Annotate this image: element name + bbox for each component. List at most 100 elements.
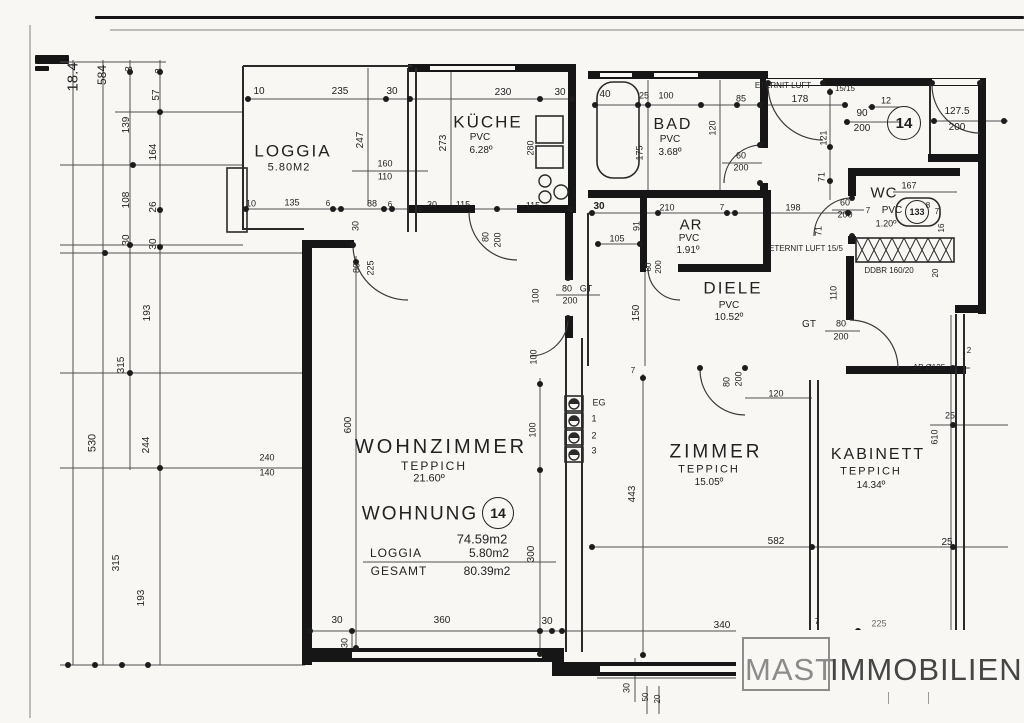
plan-text-label: 225 — [871, 618, 887, 629]
plan-text-label: 100 — [530, 288, 541, 304]
plan-text-label: EG — [592, 397, 606, 408]
wall-segment — [848, 168, 856, 196]
dimension-dot — [127, 370, 133, 376]
plan-text-label: 90 — [856, 108, 868, 119]
dimension-dot — [157, 207, 163, 213]
dimension-dot — [592, 102, 598, 108]
plan-text-label: 10 — [245, 198, 257, 209]
dimension-dot — [757, 102, 763, 108]
plan-text-label: LOGGIA — [254, 141, 332, 161]
wall-segment — [302, 240, 354, 248]
wall-segment — [640, 264, 646, 272]
dimension-dot — [635, 102, 641, 108]
dimension-dot — [537, 467, 543, 473]
plan-text-label: 530 — [86, 433, 99, 453]
plan-text-label: PVC — [881, 205, 903, 216]
dimension-dot — [383, 96, 389, 102]
plan-text-label: 100 — [528, 349, 539, 365]
plan-text-label: KABINETT — [830, 446, 926, 463]
wall-segment — [760, 78, 986, 86]
plan-text-label: 244 — [141, 436, 152, 454]
dimension-dot — [765, 80, 771, 86]
plan-text-label: WOHNZIMMER — [354, 436, 528, 458]
dimension-dot — [698, 102, 704, 108]
plan-text-label: 200 — [492, 232, 503, 248]
fixture-outline — [535, 145, 564, 169]
plan-text-label: 110 — [377, 171, 393, 182]
plan-text-label: 200 — [853, 123, 871, 134]
dimension-dot — [350, 242, 356, 248]
plan-text-label: 210 — [659, 202, 675, 213]
plan-text-label: 74.59m2 — [456, 531, 508, 547]
dimension-dot — [389, 206, 395, 212]
plan-text-label: PVC — [659, 134, 681, 145]
plan-text-label: GT — [802, 319, 816, 330]
plan-text-label: 110 — [828, 285, 839, 301]
dimension-dot — [929, 80, 935, 86]
plan-text-label: DIELE — [703, 278, 763, 298]
door-swing-arc — [767, 84, 824, 141]
door-swing-arc — [647, 267, 681, 301]
dimension-dot — [595, 241, 601, 247]
plan-text-label: PVC — [718, 300, 740, 311]
fixture-outline — [226, 167, 248, 233]
dimension-dot — [637, 241, 643, 247]
plan-text-label: 71 — [813, 225, 824, 237]
plan-text-label: DDBR 160/20 — [864, 266, 914, 275]
plan-text-label: 1 — [591, 413, 597, 424]
fixture-outline — [855, 237, 955, 263]
plan-text-label: 21.60º — [413, 472, 445, 485]
plan-text-label: 3.68º — [658, 147, 682, 158]
plan-text-label: 8 — [925, 201, 931, 210]
plan-text-label: ETERNIT LUFT — [754, 81, 812, 90]
plan-text-label: 60 — [839, 197, 851, 208]
vent-shaft-hatch — [879, 237, 893, 263]
plan-text-label: 85 — [735, 93, 747, 104]
dimension-dot — [157, 69, 163, 75]
fixture-outline — [564, 446, 584, 463]
plan-text-label: 30 — [121, 234, 132, 246]
dimension-dot — [65, 662, 71, 668]
dimension-dot — [950, 544, 956, 550]
dimension-dot — [127, 69, 133, 75]
scan-artifact-bar — [95, 16, 1024, 19]
dimension-dot — [645, 102, 651, 108]
door-swing-arc — [699, 369, 746, 416]
plan-text-label: 230 — [494, 87, 512, 98]
window-opening — [654, 73, 698, 77]
dimension-dot — [827, 144, 833, 150]
fixture-outline — [564, 412, 584, 429]
dimension-dot — [243, 206, 249, 212]
dimension-dot — [349, 628, 355, 634]
plan-text-label: TEPPICH — [400, 459, 468, 473]
fixture-outline — [535, 115, 564, 144]
wall-segment — [640, 198, 647, 268]
plan-text-label: 25 — [941, 537, 953, 548]
plan-text-label: 60 — [735, 150, 747, 161]
plan-text-label: 2 — [591, 430, 597, 441]
dimension-dot — [567, 206, 573, 212]
plan-text-label: 5.80M2 — [267, 161, 311, 174]
wall-segment — [760, 183, 768, 193]
window-opening — [430, 66, 515, 70]
plan-text-label: 200 — [833, 331, 849, 342]
logo: MAST IMMOBILIEN — [736, 630, 1024, 704]
plan-text-label: 115 — [455, 199, 471, 210]
window-opening — [352, 652, 542, 658]
plan-text-label: 1.91º — [676, 245, 700, 256]
plan-text-label: 600 — [343, 416, 354, 434]
dimension-dot — [809, 544, 815, 550]
wall-segment — [588, 190, 771, 198]
plan-text-label: 6 — [387, 200, 393, 209]
plan-text-label: 7 — [865, 206, 871, 215]
wall-segment — [978, 78, 986, 314]
fixture-circle — [538, 190, 552, 204]
plan-text-label: 26 — [148, 201, 159, 213]
plan-text-label: 100 — [527, 422, 538, 438]
wall-segment — [928, 154, 986, 162]
dimension-dot — [119, 662, 125, 668]
dimension-dot — [102, 250, 108, 256]
plan-text-label: 200 — [948, 122, 966, 133]
